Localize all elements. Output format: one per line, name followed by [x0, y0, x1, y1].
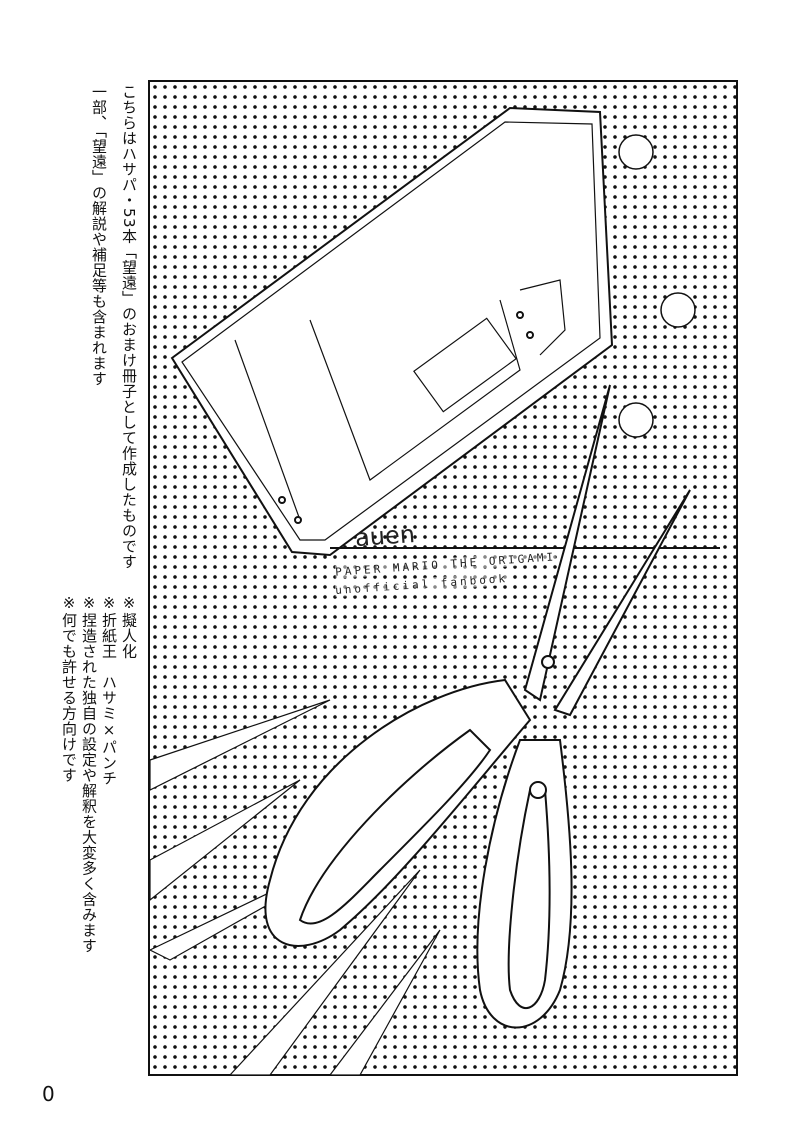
note-2: ※折紙王 ハサミ×パンチ: [100, 594, 118, 786]
scissors: [264, 384, 691, 1029]
note-1: ※擬人化: [120, 594, 138, 659]
cassette-tape: [170, 106, 720, 557]
decorative-circles: [618, 134, 696, 438]
note-4: ※何でも許せる方向けです: [60, 594, 78, 783]
cassette-label-logo: auen: [354, 519, 416, 553]
page-number: 0: [42, 1082, 55, 1106]
intro-text-line-2: 一部、「望遠」の解説や補足等も含まれます: [90, 84, 108, 387]
note-3: ※捏造された独自の設定や解釈を大変多く含みます: [80, 594, 98, 954]
intro-text-line-1: こちらはハサパ・53本「望遠」のおまけ冊子として作成したものです: [120, 84, 138, 570]
